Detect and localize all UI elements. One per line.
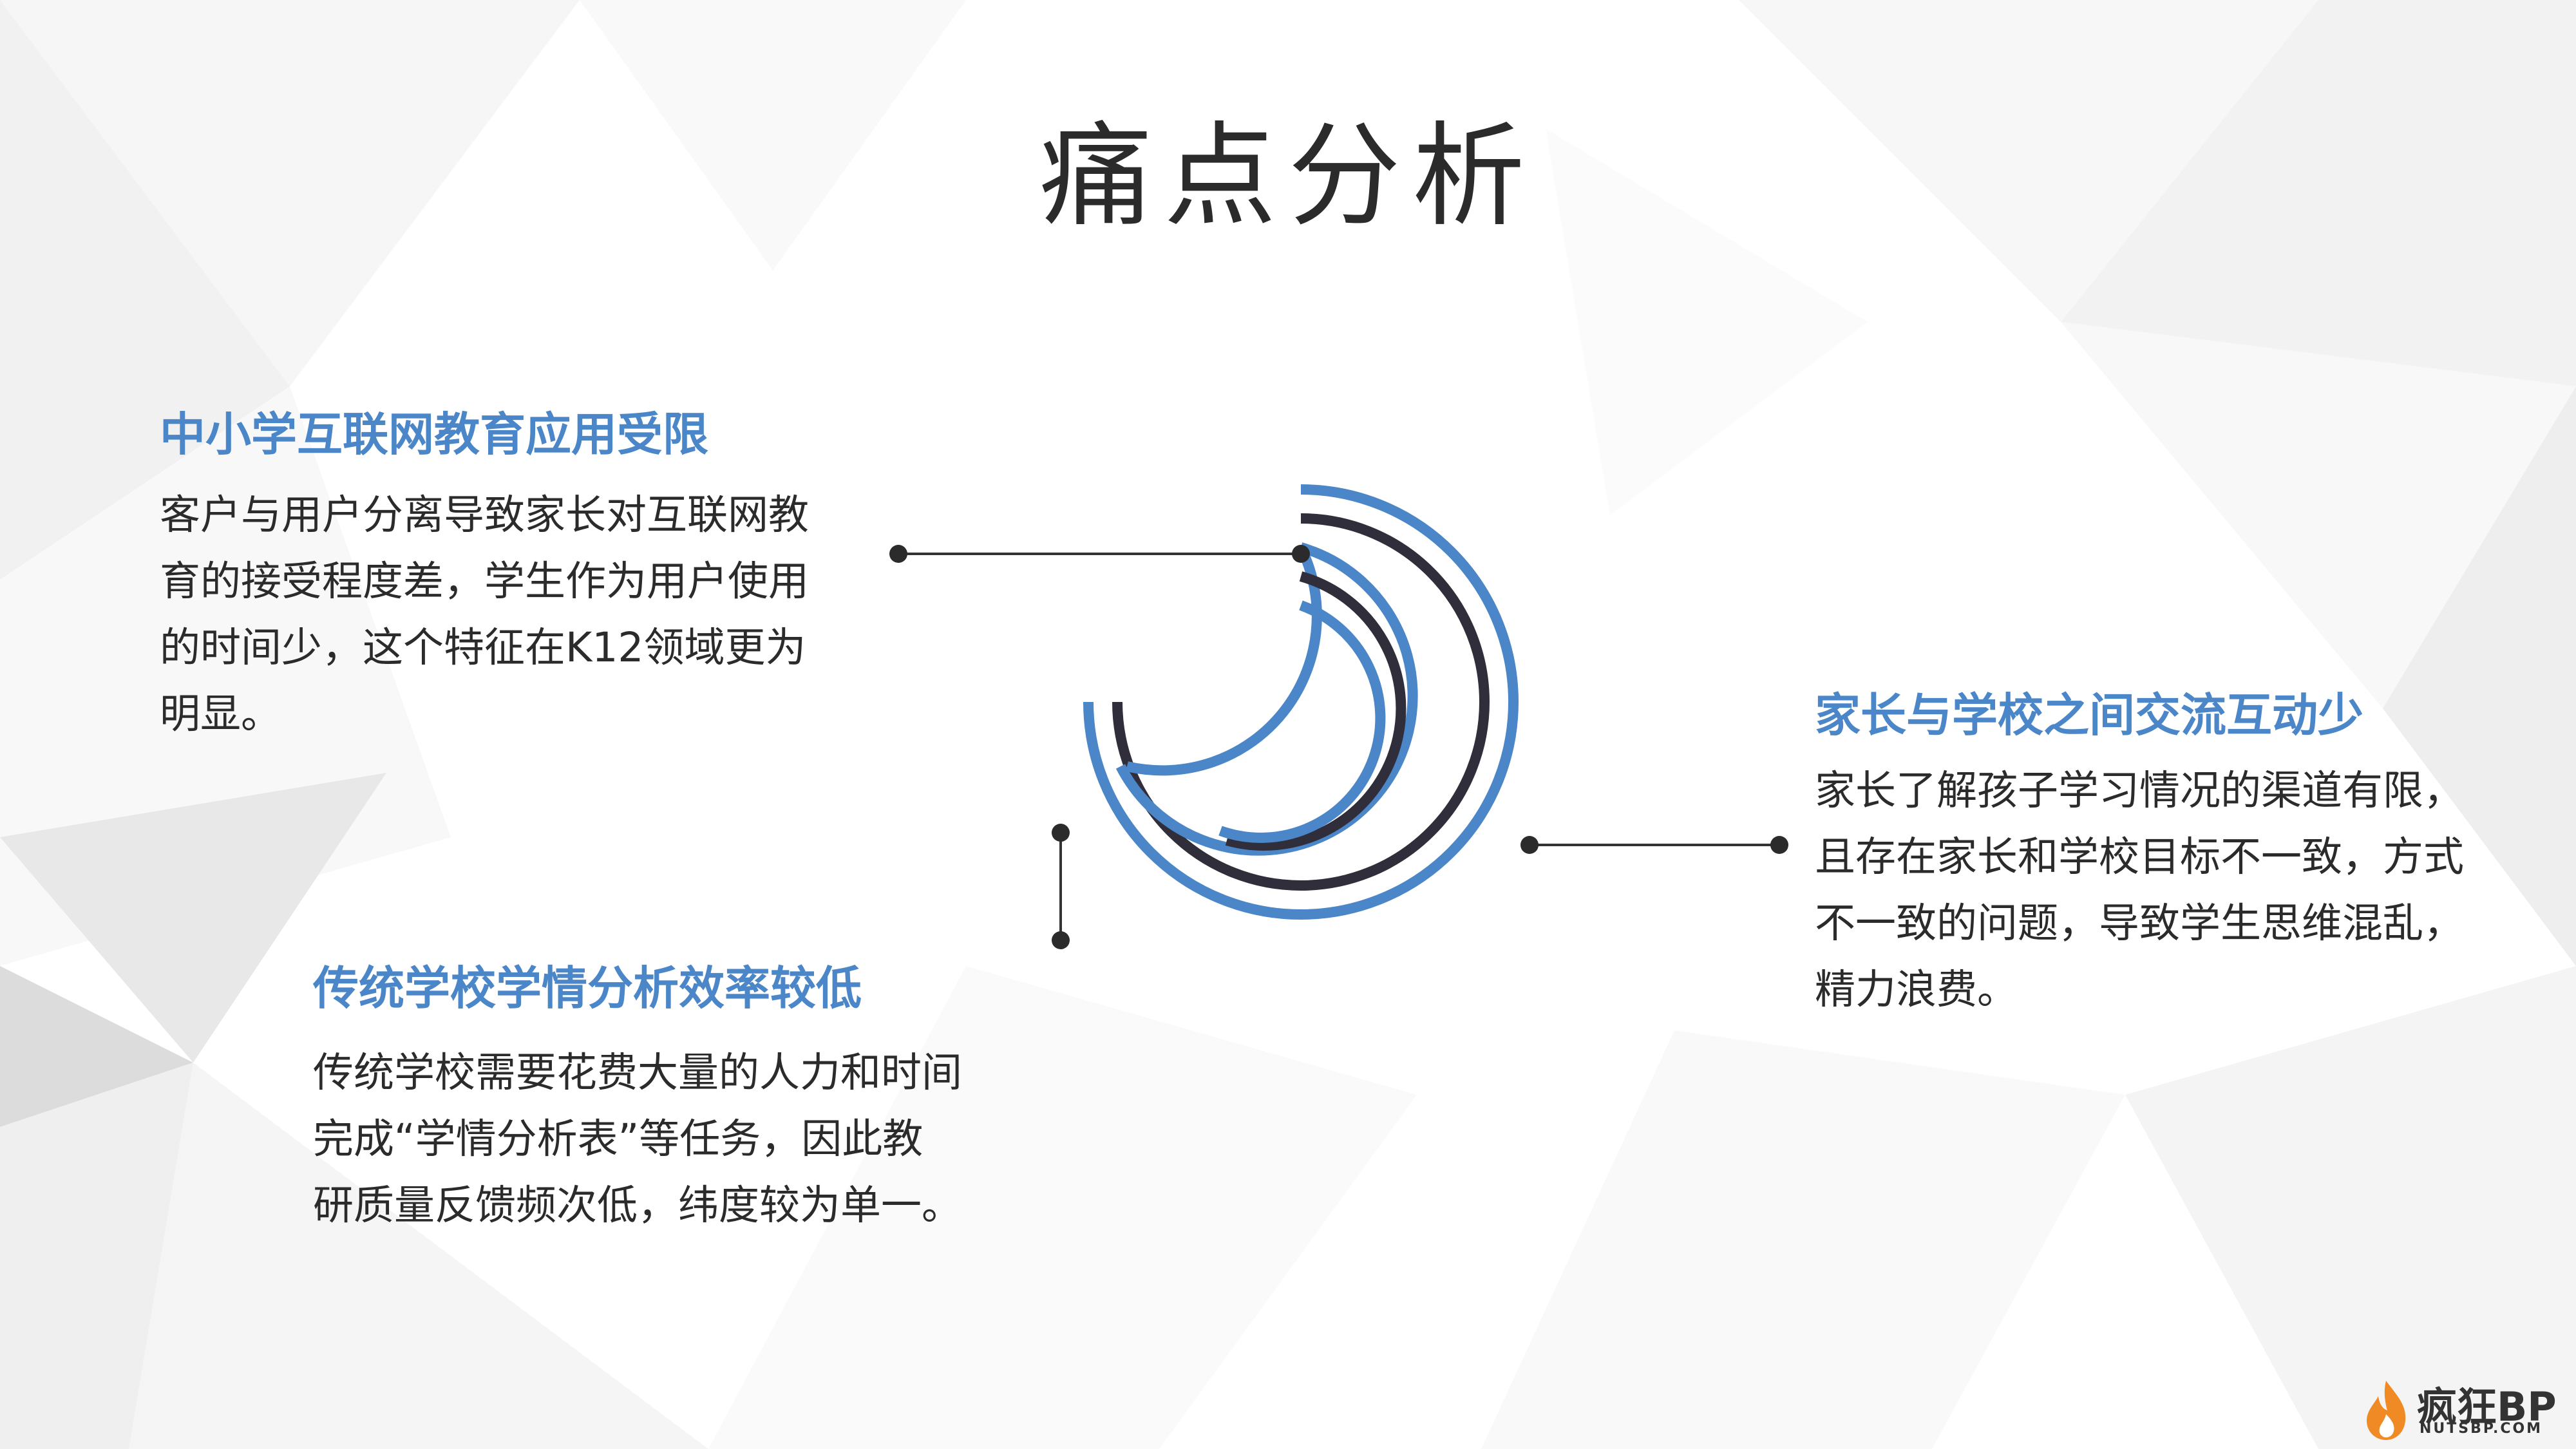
arc-dark-3 — [1225, 571, 1406, 851]
connector-dot — [1520, 836, 1539, 854]
connector-dot — [1292, 545, 1310, 563]
point-body-2: 家长了解孩子学习情况的渠道有限， 且存在家长和学校目标不一致，方式 不一致的问题… — [1815, 757, 2464, 1023]
connector-dot — [1052, 931, 1070, 949]
body-line: 传统学校需要花费大量的人力和时间 — [313, 1049, 962, 1096]
flame-icon — [2367, 1381, 2406, 1440]
point-heading-2: 家长与学校之间交流互动少 — [1815, 688, 2364, 742]
body-line: 客户与用户分离导致家长对互联网教 — [160, 491, 809, 538]
point-heading-1: 中小学互联网教育应用受限 — [160, 408, 709, 461]
body-line: 且存在家长和学校目标不一致，方式 — [1815, 833, 2464, 880]
page-title: 痛点分析 — [1039, 111, 1537, 242]
arc-blue-2b — [1115, 542, 1418, 856]
logo-subtitle: NUTSBP.COM — [2420, 1421, 2543, 1437]
body-line: 家长了解孩子学习情况的渠道有限， — [1815, 767, 2464, 814]
body-line: 的时间少，这个特征在K12领域更为 — [160, 624, 806, 671]
connector-dot — [1770, 836, 1788, 854]
arc-blue-inner — [1218, 600, 1386, 843]
point-body-1: 客户与用户分离导致家长对互联网教 育的接受程度差，学生作为用户使用 的时间少，这… — [160, 482, 809, 747]
logo-name: 疯狂BP — [2417, 1383, 2557, 1430]
arc-blue-2 — [1126, 545, 1322, 776]
body-line: 育的接受程度差，学生作为用户使用 — [160, 558, 809, 605]
connector-dot — [889, 545, 907, 563]
body-line: 精力浪费。 — [1815, 966, 2018, 1013]
body-line: 完成“学情分析表”等任务，因此教 — [313, 1115, 923, 1162]
point-heading-3: 传统学校学情分析效率较低 — [313, 961, 862, 1015]
brand-logo: 疯狂BP NUTSBP.COM — [2360, 1378, 2560, 1440]
body-line: 明显。 — [160, 690, 281, 737]
point-body-3: 传统学校需要花费大量的人力和时间 完成“学情分析表”等任务，因此教 研质量反馈频… — [313, 1039, 962, 1238]
body-line: 不一致的问题，导致学生思维混乱， — [1815, 900, 2464, 947]
arc-outer-blue — [1083, 484, 1519, 920]
arc-dark-1 — [1112, 513, 1490, 891]
body-line: 研质量反馈频次低，纬度较为单一。 — [313, 1182, 962, 1229]
connector-dot — [1052, 824, 1070, 842]
